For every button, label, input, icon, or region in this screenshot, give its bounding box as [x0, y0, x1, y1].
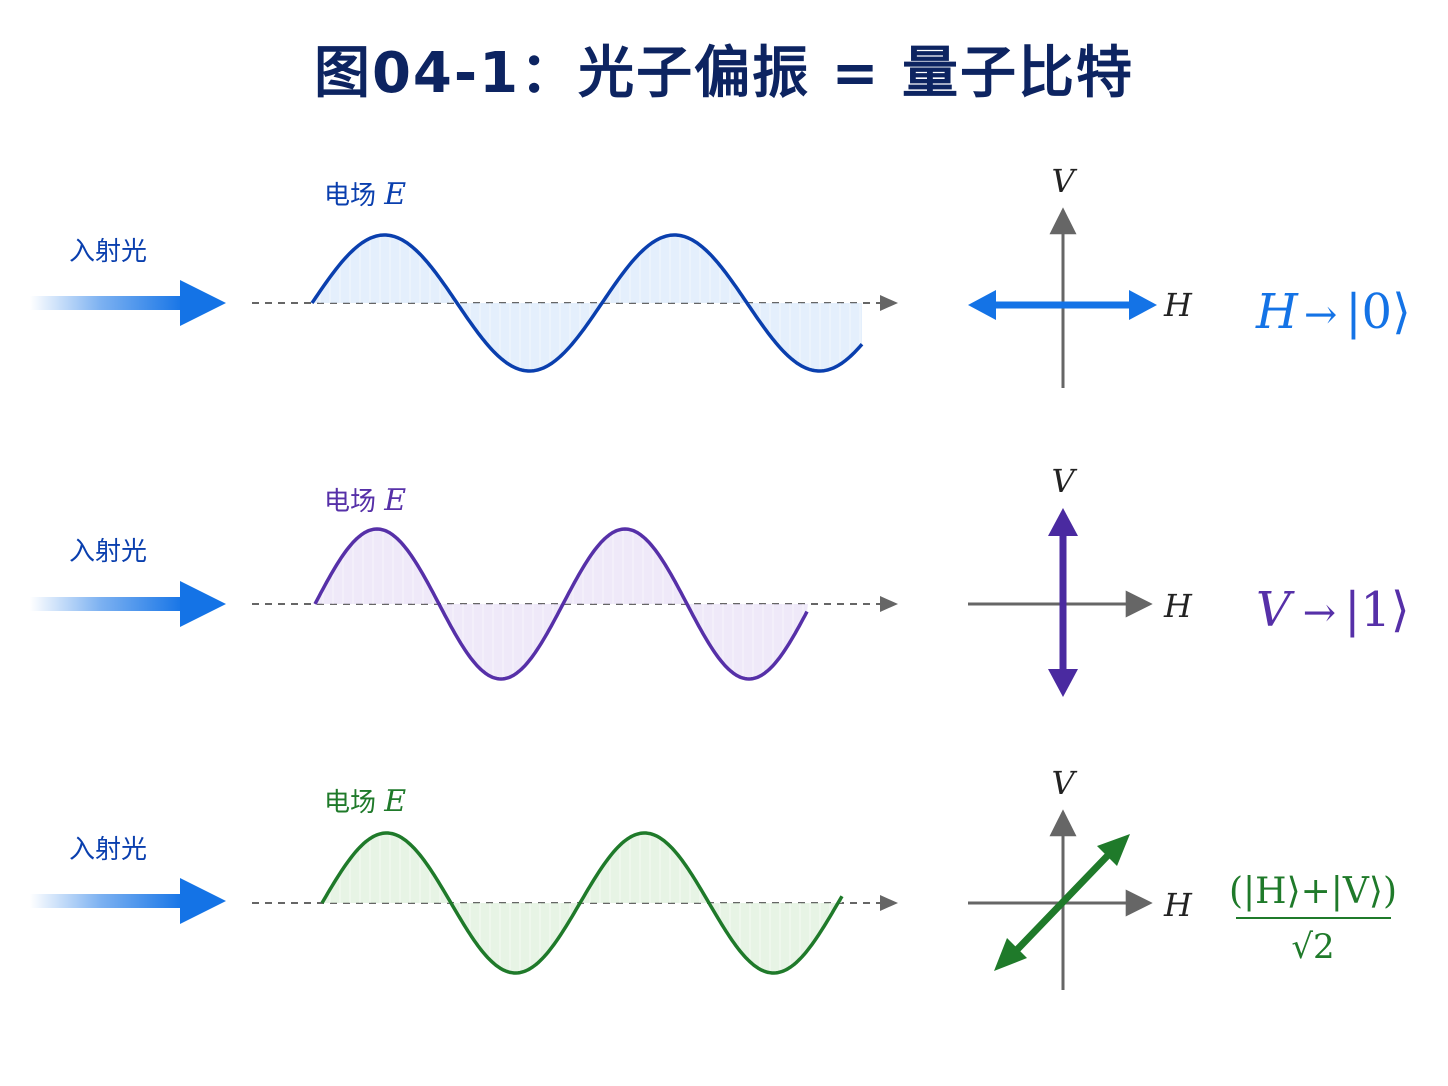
h-axis-label: H	[1163, 886, 1193, 924]
polarization-arrow-diagonal-icon	[994, 834, 1130, 971]
state-superposition: (|H⟩+|V⟩) √2	[1229, 871, 1397, 967]
row-diagonal: 入射光 电场 E V H (|H⟩+|V⟩) √2	[30, 764, 1397, 990]
polarization-arrow-horizontal-icon	[968, 290, 1157, 320]
row-horizontal: 入射光 电场 E V H H→|0⟩	[30, 162, 1411, 388]
h-axis-label: H	[1163, 286, 1193, 324]
wave-fill	[312, 235, 862, 371]
h-axis-label: H	[1163, 587, 1193, 625]
row-vertical: 入射光 电场 E V H V→|1⟩	[30, 462, 1410, 697]
electric-field-wave	[320, 831, 844, 975]
field-label: 电场 E	[324, 784, 406, 819]
propagation-axis-arrowhead-icon	[880, 895, 898, 911]
incident-light-label: 入射光	[69, 237, 147, 267]
state-mapping: V→|1⟩	[1256, 582, 1410, 638]
polarization-arrow-vertical-icon	[1048, 508, 1078, 697]
propagation-axis-arrowhead-icon	[880, 295, 898, 311]
electric-field-wave	[310, 233, 864, 373]
propagation-axis-arrowhead-icon	[880, 596, 898, 612]
wave-curve	[313, 527, 809, 681]
v-axis-label: V	[1051, 162, 1077, 200]
polarization-axes: V H	[968, 462, 1193, 625]
incident-light-label: 入射光	[69, 537, 147, 567]
field-label: 电场 E	[324, 177, 406, 212]
v-axis-label: V	[1051, 764, 1077, 802]
incident-light-arrow-icon	[30, 581, 226, 627]
field-label: 电场 E	[324, 483, 406, 518]
incident-light-arrow-icon	[30, 280, 226, 326]
wave-curve	[320, 831, 844, 975]
state-denominator: √2	[1291, 927, 1334, 967]
page-title: 图04-1：光子偏振 = 量子比特	[313, 41, 1135, 106]
wave-curve	[310, 233, 864, 373]
polarization-axes: V H	[1049, 162, 1193, 388]
incident-light-label: 入射光	[69, 835, 147, 865]
state-numerator: (|H⟩+|V⟩)	[1229, 871, 1397, 912]
incident-light-arrow-icon	[30, 878, 226, 924]
state-mapping: H→|0⟩	[1255, 284, 1411, 340]
v-axis-label: V	[1051, 462, 1077, 500]
polarization-axes: V H	[968, 764, 1193, 990]
electric-field-wave	[313, 527, 809, 681]
